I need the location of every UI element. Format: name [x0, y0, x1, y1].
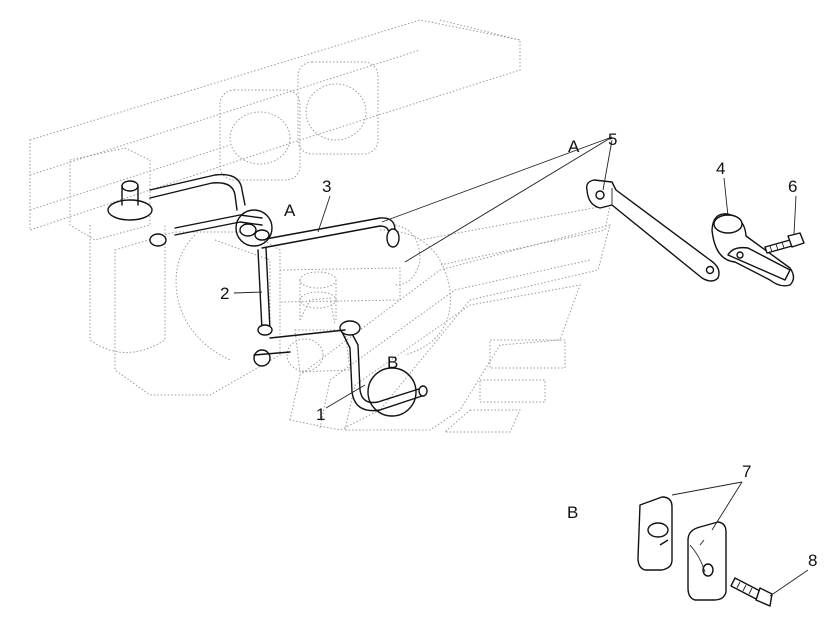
fuel-pipes: [107, 173, 428, 417]
callout-1: 1: [316, 405, 325, 424]
leader-lines: [233, 136, 809, 597]
view-a-marker: A: [284, 201, 296, 220]
callout-8: 8: [808, 551, 817, 570]
callout-7: 7: [742, 462, 751, 481]
callout-3: 3: [322, 177, 331, 196]
callout-6: 6: [788, 177, 797, 196]
clamp-halves-7: [637, 496, 727, 601]
callout-labels: 1 2 3 4 5 6 7 8 A A B B: [220, 130, 817, 570]
callout-4: 4: [716, 159, 725, 178]
bolt-8: [730, 577, 773, 607]
view-a-detail-label: A: [568, 137, 580, 156]
callout-5: 5: [608, 130, 617, 149]
view-b-detail-label: B: [567, 503, 578, 522]
bolt-6: [764, 232, 805, 254]
bracket-5: [585, 179, 720, 282]
clamp-4: [711, 213, 795, 287]
engine-background: [29, 19, 611, 433]
view-b-marker: B: [387, 353, 398, 372]
callout-2: 2: [220, 284, 229, 303]
